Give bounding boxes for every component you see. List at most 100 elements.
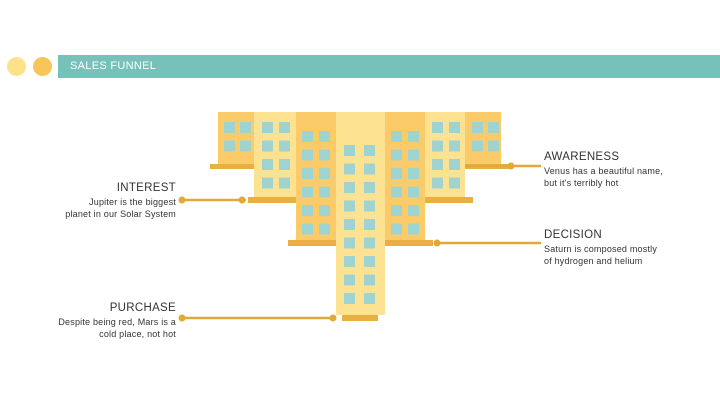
window [432,122,443,133]
stage-awareness-text: Venus has a beautiful name, but it's ter… [544,166,663,188]
stage-purchase: PURCHASE Despite being red, Mars is a co… [56,302,176,340]
window [391,223,402,235]
ledge [288,240,336,246]
window [262,159,273,170]
window [408,186,419,198]
window [391,131,402,142]
window [449,140,460,152]
window [262,140,273,152]
window [344,163,355,175]
decorative-dot-light [7,57,26,76]
window [302,205,313,216]
stage-interest-text: Jupiter is the biggest planet in our Sol… [65,197,176,219]
window [224,140,235,152]
connector-dot [507,162,515,170]
decorative-dot-dark [33,57,52,76]
window [449,159,460,170]
window [319,186,330,198]
window [344,274,355,286]
window [364,293,375,304]
windows [224,122,499,304]
connector-dot [238,196,246,204]
window [364,182,375,193]
window [344,219,355,230]
window [344,293,355,304]
ledge [248,197,296,203]
window [319,205,330,216]
window [364,237,375,249]
window [488,122,499,133]
window [302,186,313,198]
window [488,140,499,152]
window [344,200,355,212]
window [279,159,290,170]
window [432,177,443,189]
ledge [210,164,254,169]
window [279,122,290,133]
building-illustration [210,112,509,321]
ledge [425,197,473,203]
stage-interest: INTEREST Jupiter is the biggest planet i… [62,182,176,220]
window [391,205,402,216]
window [279,140,290,152]
building-outer-right [465,112,501,164]
window [262,177,273,189]
connector-dot [329,314,337,322]
connector-dot [433,239,441,247]
window [224,122,235,133]
stage-awareness-title: AWARENESS [544,151,620,163]
window [319,168,330,179]
window [364,256,375,267]
window [364,219,375,230]
window [364,163,375,175]
window [302,131,313,142]
window [391,168,402,179]
stage-purchase-text: Despite being red, Mars is a cold place,… [58,317,176,339]
window [364,145,375,156]
window [344,182,355,193]
window [408,168,419,179]
window [408,149,419,161]
window [408,223,419,235]
window [319,223,330,235]
stage-decision-text: Saturn is composed mostly of hydrogen an… [544,244,658,266]
building-center-tower [336,112,385,315]
window [391,186,402,198]
window [344,237,355,249]
header-bar: SALES FUNNEL [58,55,720,78]
window [262,122,273,133]
window [408,205,419,216]
ledge [385,240,433,246]
window [302,168,313,179]
window [344,256,355,267]
stage-interest-title: INTEREST [116,182,176,194]
window [319,131,330,142]
stage-decision-title: DECISION [544,229,602,241]
connectors [178,162,541,322]
window [302,223,313,235]
window [344,145,355,156]
window [391,149,402,161]
window [472,140,483,152]
connector-dot [178,196,186,204]
window [364,274,375,286]
window [449,122,460,133]
window [240,140,251,152]
stage-purchase-title: PURCHASE [109,302,176,314]
window [408,131,419,142]
stage-decision: DECISION Saturn is composed mostly of hy… [544,229,662,267]
window [364,200,375,212]
window [432,159,443,170]
window [432,140,443,152]
ledge [342,315,378,321]
building-outer-left [218,112,254,164]
window [319,149,330,161]
stage-awareness: AWARENESS Venus has a beautiful name, bu… [544,151,664,189]
window [472,122,483,133]
connector-dot [178,314,186,322]
window [279,177,290,189]
page-title: SALES FUNNEL [70,60,157,72]
window [240,122,251,133]
window [302,149,313,161]
